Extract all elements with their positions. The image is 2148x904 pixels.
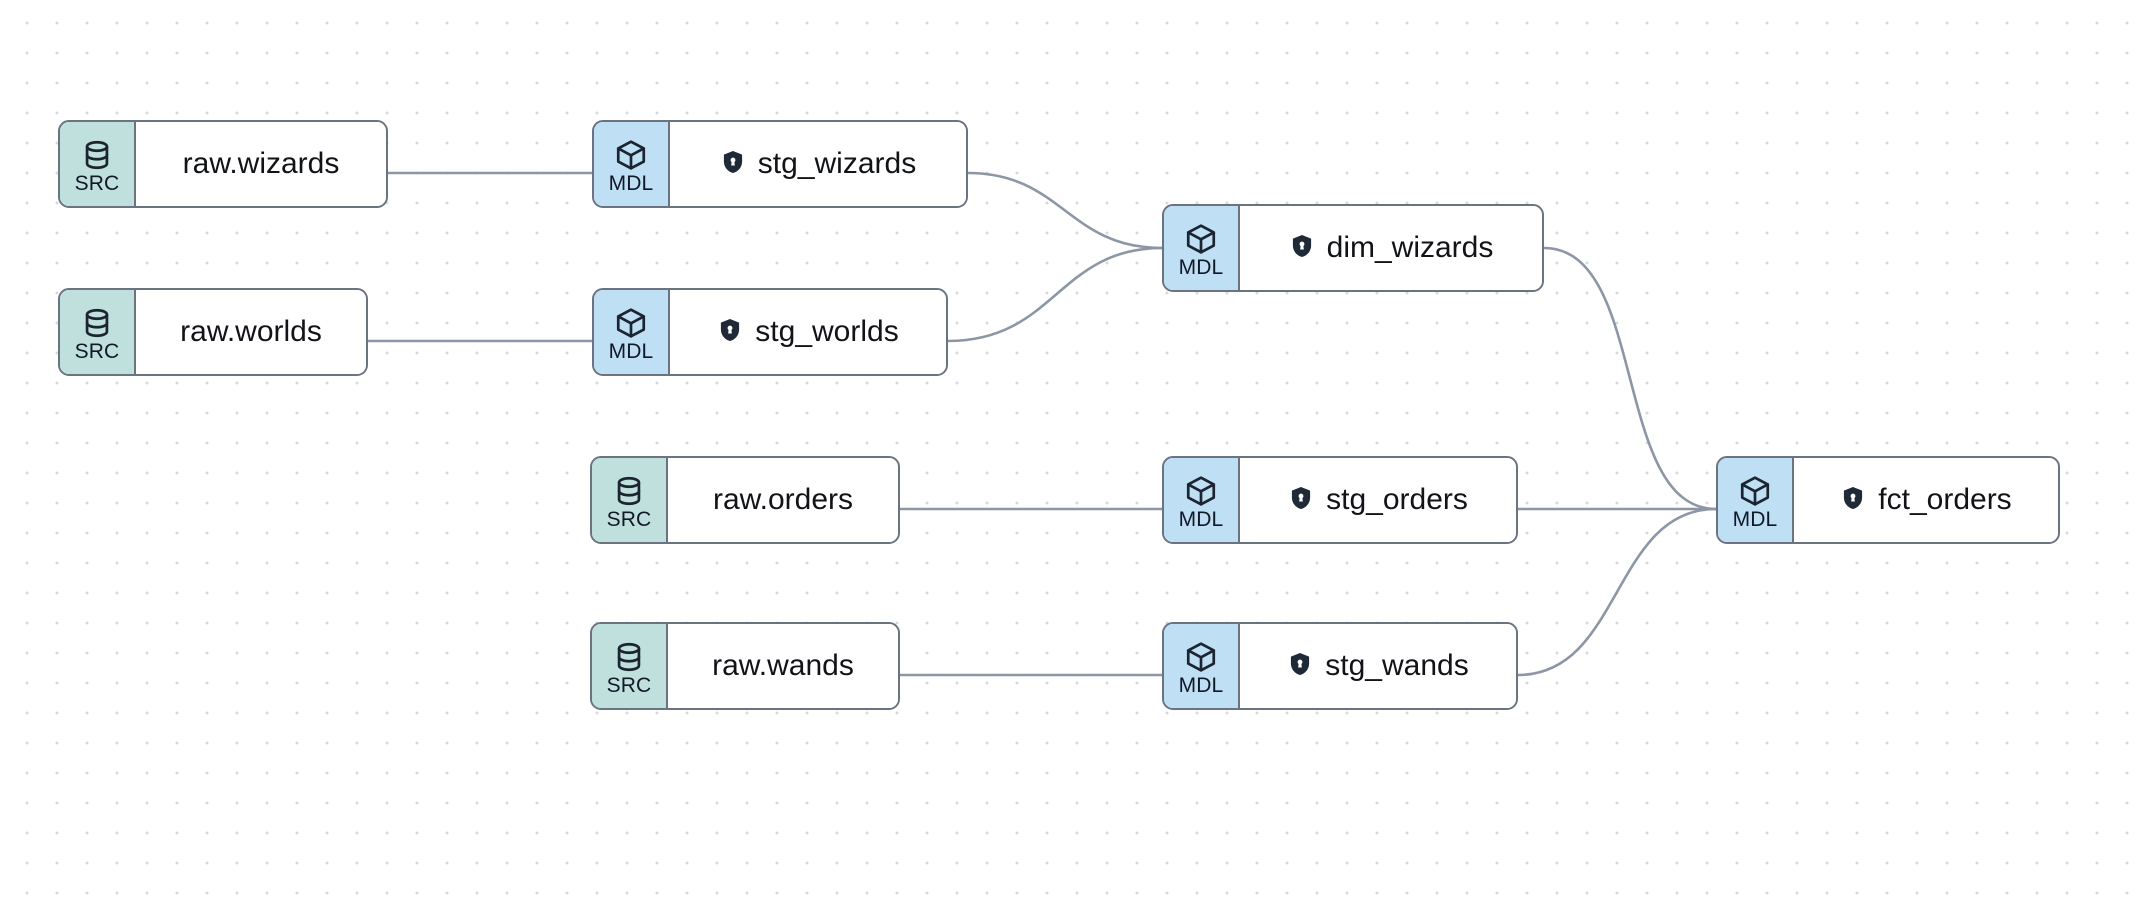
node-badge-model: MDL <box>594 290 670 374</box>
node-badge-source: SRC <box>592 624 668 708</box>
node-raw-wizards[interactable]: SRC raw.wizards <box>58 120 388 208</box>
node-label: raw.orders <box>712 483 854 516</box>
database-icon <box>612 640 646 674</box>
node-body: dim_wizards <box>1240 206 1542 290</box>
node-badge-source: SRC <box>592 458 668 542</box>
edge-dim-wizards-to-fct-orders <box>1542 246 1718 511</box>
cube-icon <box>1184 222 1218 256</box>
node-label: stg_wands <box>1325 649 1469 682</box>
shield-lock-icon <box>720 149 746 180</box>
node-body: stg_wizards <box>670 122 966 206</box>
node-label: raw.wands <box>712 649 854 682</box>
shield-lock-icon <box>1288 485 1314 516</box>
node-stg-wizards[interactable]: MDL stg_wizards <box>592 120 968 208</box>
node-badge-label: SRC <box>606 507 652 531</box>
node-badge-source: SRC <box>60 290 136 374</box>
node-stg-orders[interactable]: MDL stg_orders <box>1162 456 1518 544</box>
node-badge-label: MDL <box>1178 507 1224 531</box>
node-badge-label: MDL <box>608 339 654 363</box>
node-body: stg_orders <box>1240 458 1516 542</box>
node-badge-label: MDL <box>1178 673 1224 697</box>
node-body: raw.wands <box>668 624 898 708</box>
node-badge-model: MDL <box>1164 206 1240 290</box>
node-raw-worlds[interactable]: SRC raw.worlds <box>58 288 368 376</box>
shield-lock-icon <box>1289 233 1315 264</box>
edge-stg-wizards-to-dim-wizards <box>966 171 1164 250</box>
node-label: raw.worlds <box>180 315 322 348</box>
node-badge-label: MDL <box>1178 255 1224 279</box>
node-badge-model: MDL <box>1164 624 1240 708</box>
cube-icon <box>614 306 648 340</box>
node-raw-orders[interactable]: SRC raw.orders <box>590 456 900 544</box>
cube-icon <box>614 138 648 172</box>
edge-stg-wands-to-fct-orders <box>1516 507 1718 677</box>
cube-icon <box>1184 640 1218 674</box>
edge-stg-worlds-to-dim-wizards <box>946 246 1164 343</box>
node-label: stg_wizards <box>757 147 917 180</box>
node-badge-label: MDL <box>608 171 654 195</box>
node-badge-model: MDL <box>594 122 670 206</box>
node-label: stg_worlds <box>755 315 899 348</box>
shield-lock-icon <box>717 317 743 348</box>
node-body: raw.wizards <box>136 122 386 206</box>
node-dim-wizards[interactable]: MDL dim_wizards <box>1162 204 1544 292</box>
node-body: stg_wands <box>1240 624 1516 708</box>
database-icon <box>80 306 114 340</box>
node-label: dim_wizards <box>1326 231 1494 264</box>
node-label: stg_orders <box>1326 483 1468 516</box>
node-body: raw.worlds <box>136 290 366 374</box>
node-badge-model: MDL <box>1718 458 1794 542</box>
node-fct-orders[interactable]: MDL fct_orders <box>1716 456 2060 544</box>
node-badge-source: SRC <box>60 122 136 206</box>
database-icon <box>80 138 114 172</box>
cube-icon <box>1184 474 1218 508</box>
shield-lock-icon <box>1287 651 1313 682</box>
cube-icon <box>1738 474 1772 508</box>
node-raw-wands[interactable]: SRC raw.wands <box>590 622 900 710</box>
node-badge-model: MDL <box>1164 458 1240 542</box>
node-badge-label: MDL <box>1732 507 1778 531</box>
shield-lock-icon <box>1840 485 1866 516</box>
node-stg-worlds[interactable]: MDL stg_worlds <box>592 288 948 376</box>
node-body: stg_worlds <box>670 290 946 374</box>
node-stg-wands[interactable]: MDL stg_wands <box>1162 622 1518 710</box>
node-label: fct_orders <box>1878 483 2012 516</box>
node-label: raw.wizards <box>182 147 340 180</box>
node-body: fct_orders <box>1794 458 2058 542</box>
database-icon <box>612 474 646 508</box>
node-badge-label: SRC <box>74 339 120 363</box>
node-badge-label: SRC <box>74 171 120 195</box>
node-badge-label: SRC <box>606 673 652 697</box>
node-body: raw.orders <box>668 458 898 542</box>
